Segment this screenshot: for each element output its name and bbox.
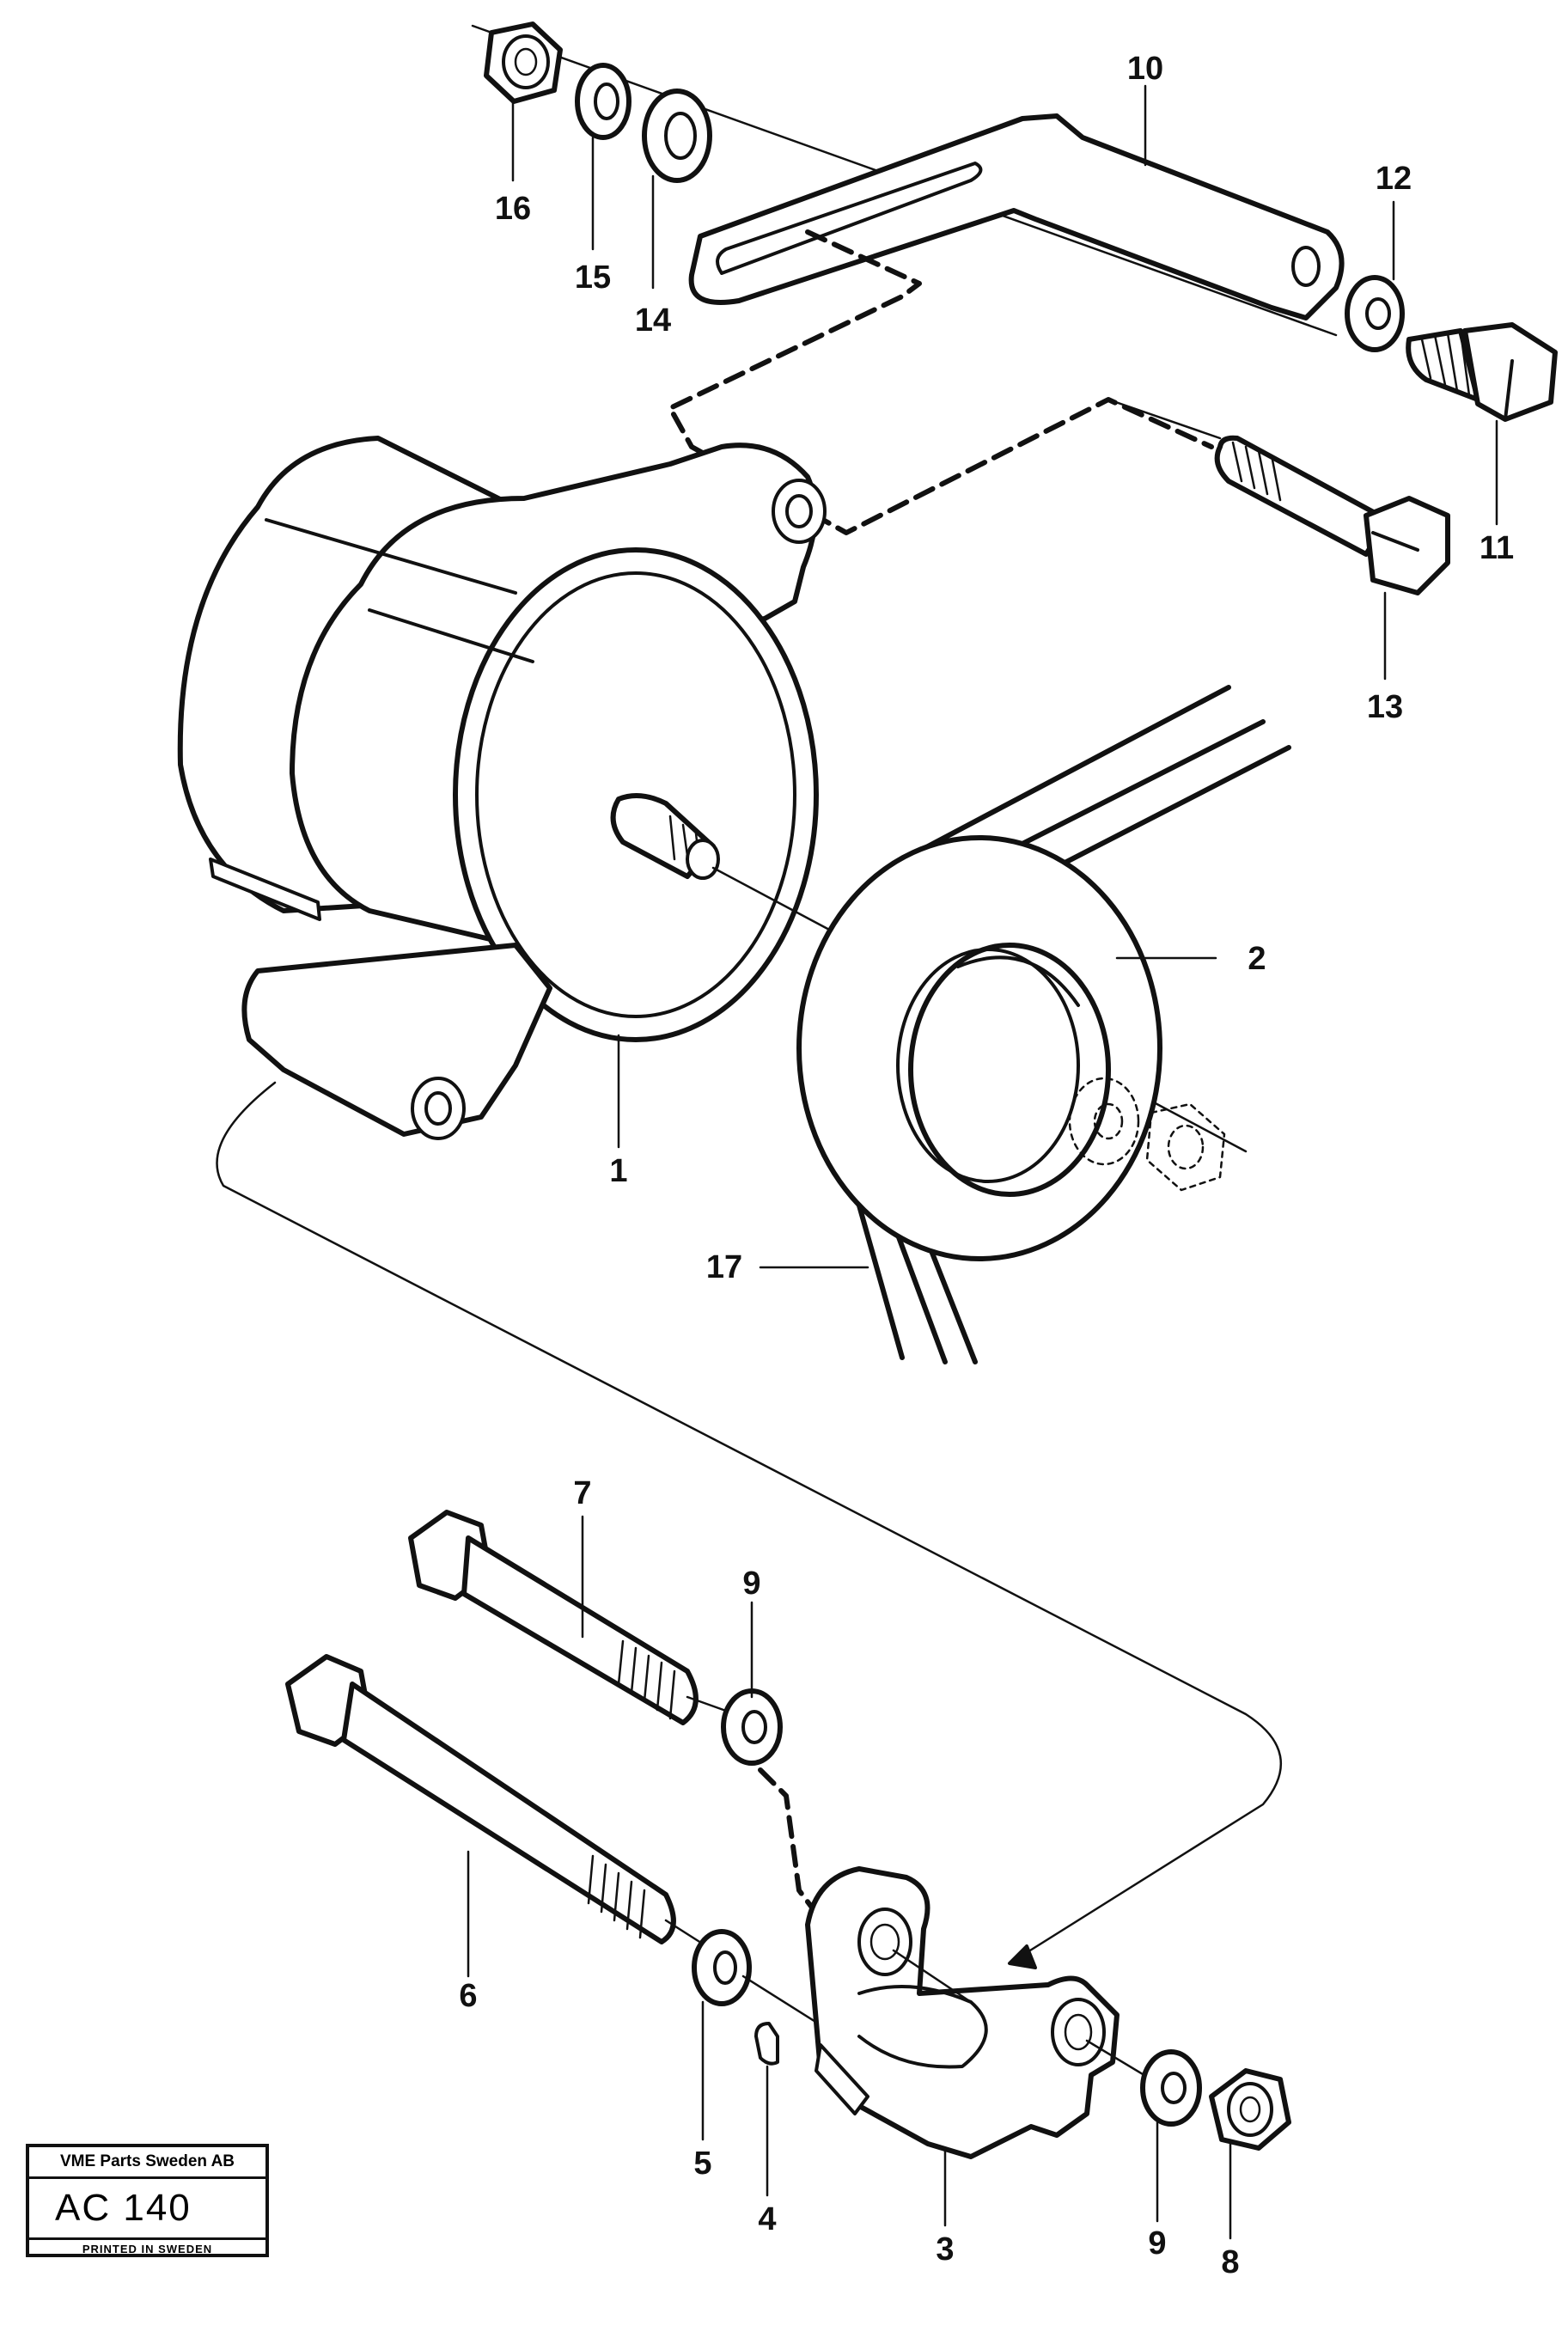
callout-1: 1 [609, 1153, 627, 1189]
callout-3: 3 [936, 2231, 954, 2268]
ghost-washer-nut [1068, 1077, 1226, 1192]
bolt-11 [1406, 322, 1558, 422]
washer-9-upper [721, 1688, 783, 1766]
callout-17: 17 [706, 1249, 742, 1285]
bracket-10 [688, 113, 1345, 320]
leader-lines [467, 84, 1498, 2240]
callout-6: 6 [459, 1978, 477, 2014]
callout-4: 4 [758, 2201, 776, 2237]
washer-14 [642, 89, 712, 183]
callout-8: 8 [1221, 2244, 1239, 2280]
washer-15 [575, 63, 631, 140]
pulley-2 [796, 835, 1162, 1261]
callout-9-upper: 9 [742, 1566, 760, 1602]
callout-5: 5 [693, 2146, 711, 2182]
washer-12 [1345, 275, 1405, 352]
washer-9-lower [1140, 2049, 1202, 2127]
stamp-printed: PRINTED IN SWEDEN [82, 2243, 213, 2255]
callout-11: 11 [1480, 530, 1514, 566]
bolt-13 [1107, 398, 1450, 595]
stamp-company: VME Parts Sweden AB [29, 2147, 265, 2179]
bracket-3 [805, 1866, 1153, 2159]
bolt-6 [285, 1654, 715, 1952]
title-stamp: VME Parts Sweden AB AC 140 PRINTED IN SW… [26, 2144, 269, 2257]
bolt-7 [408, 1510, 749, 1725]
callout-12: 12 [1376, 161, 1412, 197]
callout-10: 10 [1127, 51, 1163, 87]
callout-2: 2 [1248, 941, 1266, 977]
alternator-1 [177, 436, 1248, 1153]
callout-9-lower: 9 [1148, 2225, 1166, 2261]
callout-14: 14 [635, 302, 671, 339]
nut-16 [484, 21, 563, 104]
stamp-code: AC 140 [29, 2179, 265, 2240]
washer-5 [692, 1929, 752, 2006]
callout-13: 13 [1367, 689, 1403, 725]
callout-7: 7 [573, 1475, 591, 1511]
callout-16: 16 [495, 191, 531, 227]
nut-8 [1209, 2068, 1291, 2151]
callout-15: 15 [575, 259, 611, 296]
